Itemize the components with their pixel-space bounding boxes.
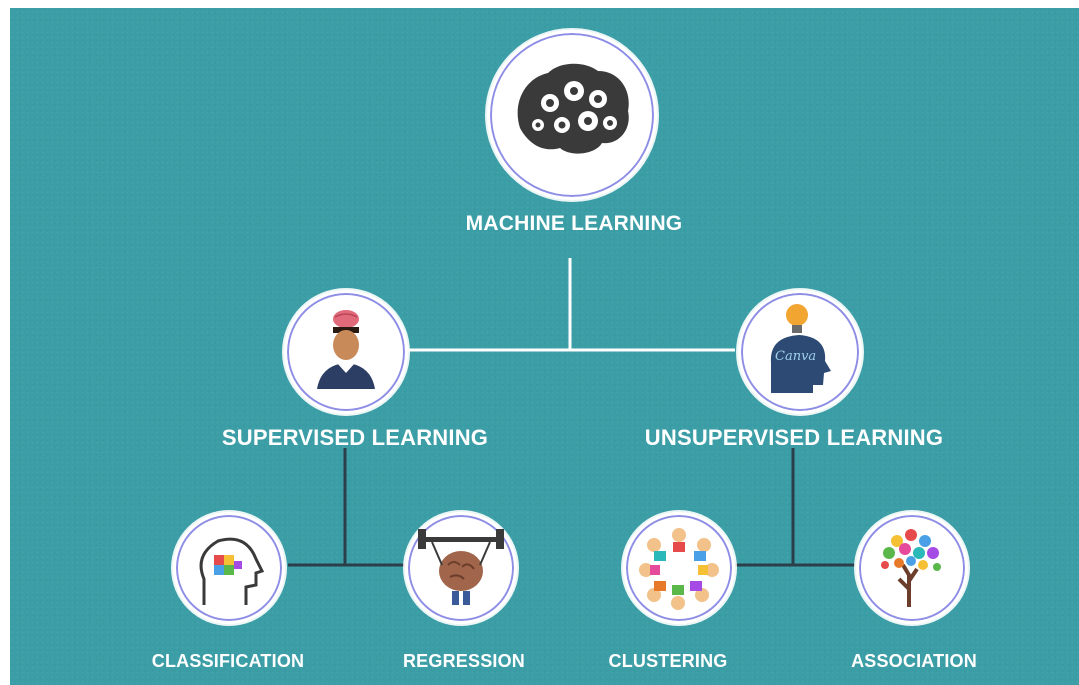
regression-label: REGRESSION — [402, 651, 526, 671]
clustering-label: CLUSTERING — [608, 651, 728, 671]
children-circle-icon — [639, 528, 719, 610]
colorful-tree-icon — [881, 529, 941, 607]
lightbulb-head-icon — [770, 304, 831, 393]
brain-lifting-barbell-icon — [418, 529, 504, 605]
machine-learning-label: MACHINE LEARNING — [465, 212, 683, 235]
regression-node — [405, 512, 517, 624]
classification-label: CLASSIFICATION — [151, 651, 305, 671]
supervised-learning-node — [284, 290, 408, 414]
unsupervised-learning-node: Canva — [738, 290, 862, 414]
person-with-brain-icon — [317, 310, 375, 389]
puzzle-head-icon — [199, 537, 265, 605]
canva-watermark-text: Canva — [775, 349, 817, 364]
unsupervised-learning-label: UNSUPERVISED LEARNING — [644, 425, 944, 450]
classification-node — [173, 512, 285, 624]
gears-brain-icon — [517, 63, 629, 154]
association-label: ASSOCIATION — [851, 651, 977, 671]
association-node — [856, 512, 968, 624]
machine-learning-node — [487, 30, 657, 200]
supervised-learning-label: SUPERVISED LEARNING — [221, 425, 489, 450]
clustering-node — [623, 512, 735, 624]
